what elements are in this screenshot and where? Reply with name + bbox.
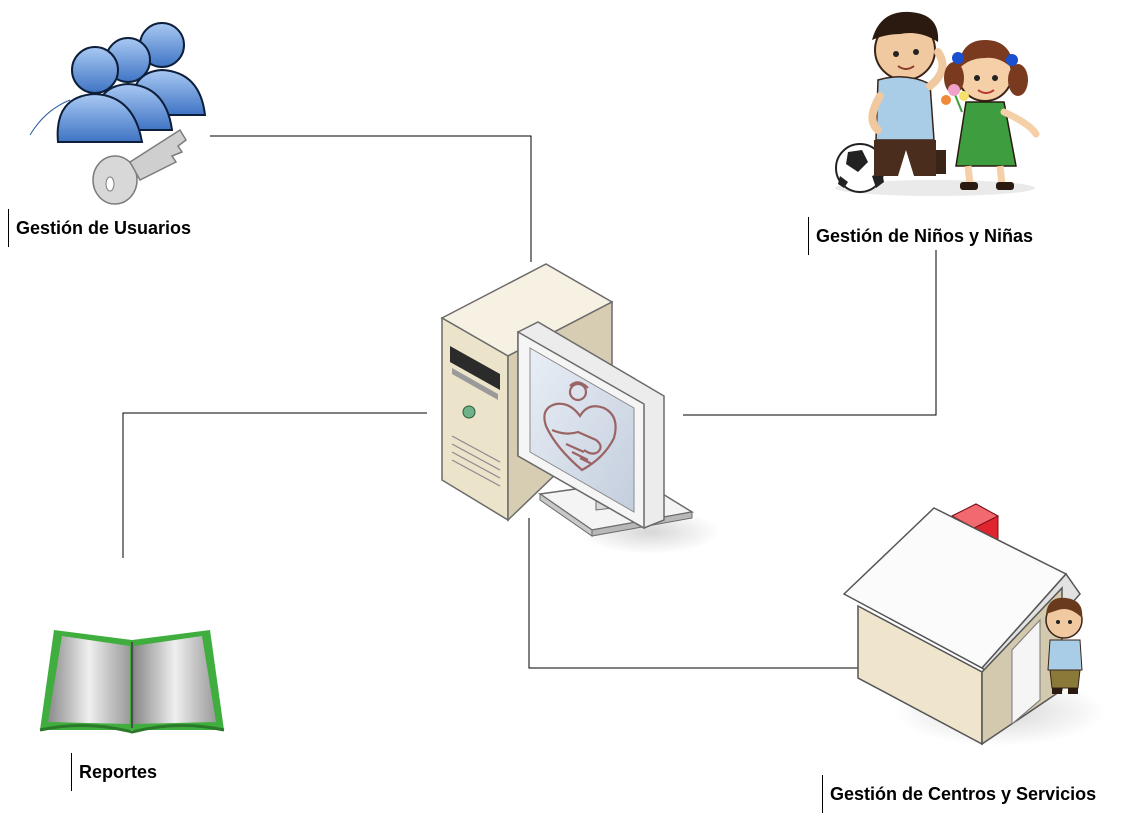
connector-centros <box>528 518 858 669</box>
label-text: Gestión de Centros y Servicios <box>830 784 1097 804</box>
heart-handshake-logo <box>543 381 617 472</box>
label-text: Reportes <box>79 762 158 782</box>
label-bar <box>822 775 823 813</box>
label-gestion-usuarios: Gestión de Usuarios <box>8 209 192 247</box>
label-gestion-ninos: Gestión de Niños y Niñas <box>808 217 1034 255</box>
label-text: Gestión de Niños y Niñas <box>816 226 1034 246</box>
connector-lines <box>122 135 937 669</box>
label-gestion-centros: Gestión de Centros y Servicios <box>822 775 1097 813</box>
label-text: Gestión de Usuarios <box>16 218 192 238</box>
users-key-icon[interactable] <box>29 22 207 205</box>
boy-figure <box>1045 597 1083 694</box>
children-icon[interactable] <box>835 11 1040 196</box>
connector-ninos <box>683 250 937 416</box>
computer-icon[interactable] <box>440 263 720 554</box>
house-icon[interactable] <box>842 503 1105 746</box>
label-reportes: Reportes <box>71 753 158 791</box>
label-bar <box>8 209 9 247</box>
label-bar <box>808 217 809 255</box>
connector-reportes <box>122 412 427 558</box>
label-bar <box>71 753 72 791</box>
connector-usuarios <box>210 135 532 262</box>
open-book-icon[interactable] <box>39 630 225 734</box>
